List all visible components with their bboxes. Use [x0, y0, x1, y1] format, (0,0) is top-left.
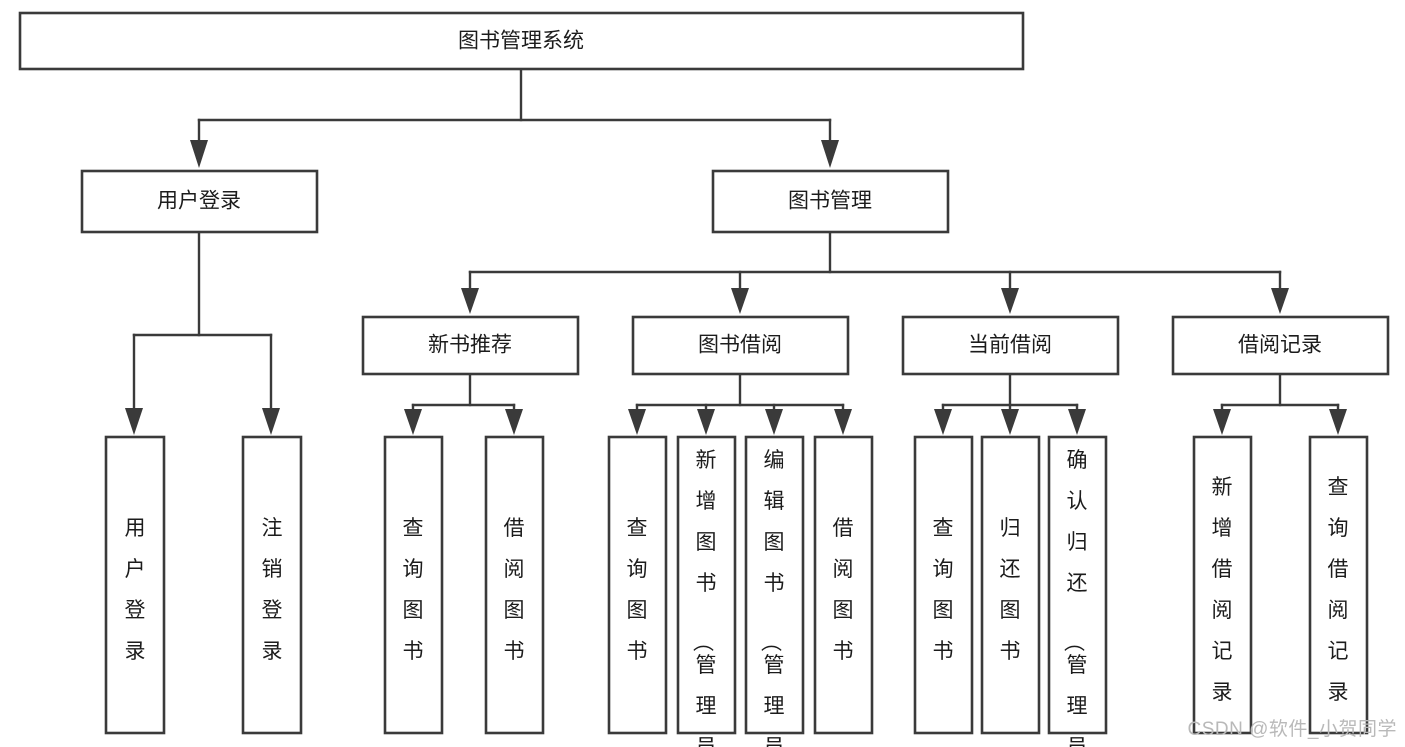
arrowhead-leaf-add-book-admin	[697, 409, 715, 435]
leaf-borrow-book-1-label: 借阅图书	[504, 517, 525, 663]
leaf-borrow-book-2-box[interactable]	[813, 435, 874, 735]
leaf-query-book-3-label: 查询图书	[933, 517, 954, 663]
leaf-borrow-book-2[interactable]: 借阅图书	[813, 435, 874, 735]
leaf-query-book-3-box[interactable]	[913, 435, 974, 735]
leaf-add-book-admin-label: 新增图书（管理员）	[691, 449, 717, 747]
arrowhead-leaf-query-book-2	[628, 409, 646, 435]
arrowhead-leaf-borrow-book-2	[834, 409, 852, 435]
node-book-borrow-box[interactable]	[631, 315, 850, 376]
arrowhead-leaf-confirm-return-admin	[1068, 409, 1086, 435]
leaf-add-book-admin-box[interactable]	[676, 435, 737, 735]
arrowhead-leaf-query-book-3	[934, 409, 952, 435]
arrowhead-new-book-recommend	[461, 288, 479, 314]
leaf-query-book-1-box[interactable]	[383, 435, 444, 735]
leaf-user-login-label: 用户登录	[125, 517, 146, 663]
node-current-borrow-box[interactable]	[901, 315, 1120, 376]
arrowhead-book-manage	[821, 140, 839, 168]
node-current-borrow-label: 当前借阅	[968, 334, 1052, 357]
leaf-return-book[interactable]: 归还图书	[980, 435, 1041, 735]
arrowhead-borrow-record	[1271, 288, 1289, 314]
leaf-borrow-book-1-box[interactable]	[484, 435, 545, 735]
node-book-manage-box[interactable]	[711, 169, 950, 234]
node-borrow-record-label: 借阅记录	[1238, 334, 1322, 357]
node-root[interactable]: 图书管理系统	[18, 11, 1025, 71]
leaf-user-logout-box[interactable]	[241, 435, 303, 735]
node-root-box[interactable]	[18, 11, 1025, 71]
arrowhead-leaf-user-logout	[262, 408, 280, 435]
leaf-confirm-return-admin-box[interactable]	[1047, 435, 1108, 735]
arrowhead-leaf-return-book	[1001, 409, 1019, 435]
leaf-query-book-3[interactable]: 查询图书	[913, 435, 974, 735]
leaf-user-logout[interactable]: 注销登录	[241, 435, 303, 735]
node-book-borrow-label: 图书借阅	[698, 334, 782, 357]
arrowhead-user-login	[190, 140, 208, 168]
leaf-add-borrow-record[interactable]: 新增借阅记录	[1192, 435, 1253, 735]
connector-layer	[125, 67, 1347, 435]
node-root-label: 图书管理系统	[458, 30, 584, 53]
csdn-watermark: CSDN @软件_小贺同学	[1187, 719, 1397, 740]
arrowhead-leaf-query-borrow-record	[1329, 409, 1347, 435]
leaf-query-book-1[interactable]: 查询图书	[383, 435, 444, 735]
arrowhead-leaf-query-book-1	[404, 409, 422, 435]
node-user-login-box[interactable]	[80, 169, 319, 234]
leaf-add-book-admin[interactable]: 新增图书（管理员）	[676, 435, 737, 747]
node-new-book-recommend-box[interactable]	[361, 315, 580, 376]
leaf-add-borrow-record-label: 新增借阅记录	[1212, 476, 1233, 704]
node-borrow-record[interactable]: 借阅记录	[1171, 315, 1390, 376]
arrowhead-leaf-add-borrow-record	[1213, 409, 1231, 435]
leaf-query-book-2-label: 查询图书	[627, 517, 648, 663]
leaf-edit-book-admin-label: 编辑图书（管理员）	[759, 449, 785, 747]
leaf-borrow-book-1[interactable]: 借阅图书	[484, 435, 545, 735]
leaf-confirm-return-admin-label: 确认归还（管理员）	[1062, 449, 1088, 747]
leaf-return-book-box[interactable]	[980, 435, 1041, 735]
leaf-add-borrow-record-box[interactable]	[1192, 435, 1253, 735]
node-user-login[interactable]: 用户登录	[80, 169, 319, 234]
node-book-manage-label: 图书管理	[788, 190, 872, 213]
leaf-query-borrow-record[interactable]: 查询借阅记录	[1308, 435, 1369, 735]
leaf-user-logout-label: 注销登录	[262, 517, 283, 663]
node-new-book-recommend[interactable]: 新书推荐	[361, 315, 580, 376]
arrowhead-current-borrow	[1001, 288, 1019, 314]
leaf-return-book-label: 归还图书	[1000, 517, 1021, 663]
leaf-query-book-1-label: 查询图书	[403, 517, 424, 663]
node-user-login-label: 用户登录	[157, 190, 241, 213]
node-new-book-recommend-label: 新书推荐	[428, 334, 512, 357]
leaf-borrow-book-2-label: 借阅图书	[833, 517, 854, 663]
leaf-confirm-return-admin[interactable]: 确认归还（管理员）	[1047, 435, 1108, 747]
arrowhead-book-borrow	[731, 288, 749, 314]
node-book-manage[interactable]: 图书管理	[711, 169, 950, 234]
leaf-query-book-2-box[interactable]	[607, 435, 668, 735]
arrowhead-leaf-user-login	[125, 408, 143, 435]
leaf-user-login[interactable]: 用户登录	[104, 435, 166, 735]
leaf-edit-book-admin[interactable]: 编辑图书（管理员）	[744, 435, 805, 747]
leaf-edit-book-admin-box[interactable]	[744, 435, 805, 735]
arrowhead-leaf-borrow-book-1	[505, 409, 523, 435]
leaf-user-login-box[interactable]	[104, 435, 166, 735]
arrowhead-leaf-edit-book-admin	[765, 409, 783, 435]
leaf-query-book-2[interactable]: 查询图书	[607, 435, 668, 735]
node-borrow-record-box[interactable]	[1171, 315, 1390, 376]
node-current-borrow[interactable]: 当前借阅	[901, 315, 1120, 376]
node-book-borrow[interactable]: 图书借阅	[631, 315, 850, 376]
leaf-query-borrow-record-label: 查询借阅记录	[1328, 476, 1349, 704]
leaf-query-borrow-record-box[interactable]	[1308, 435, 1369, 735]
